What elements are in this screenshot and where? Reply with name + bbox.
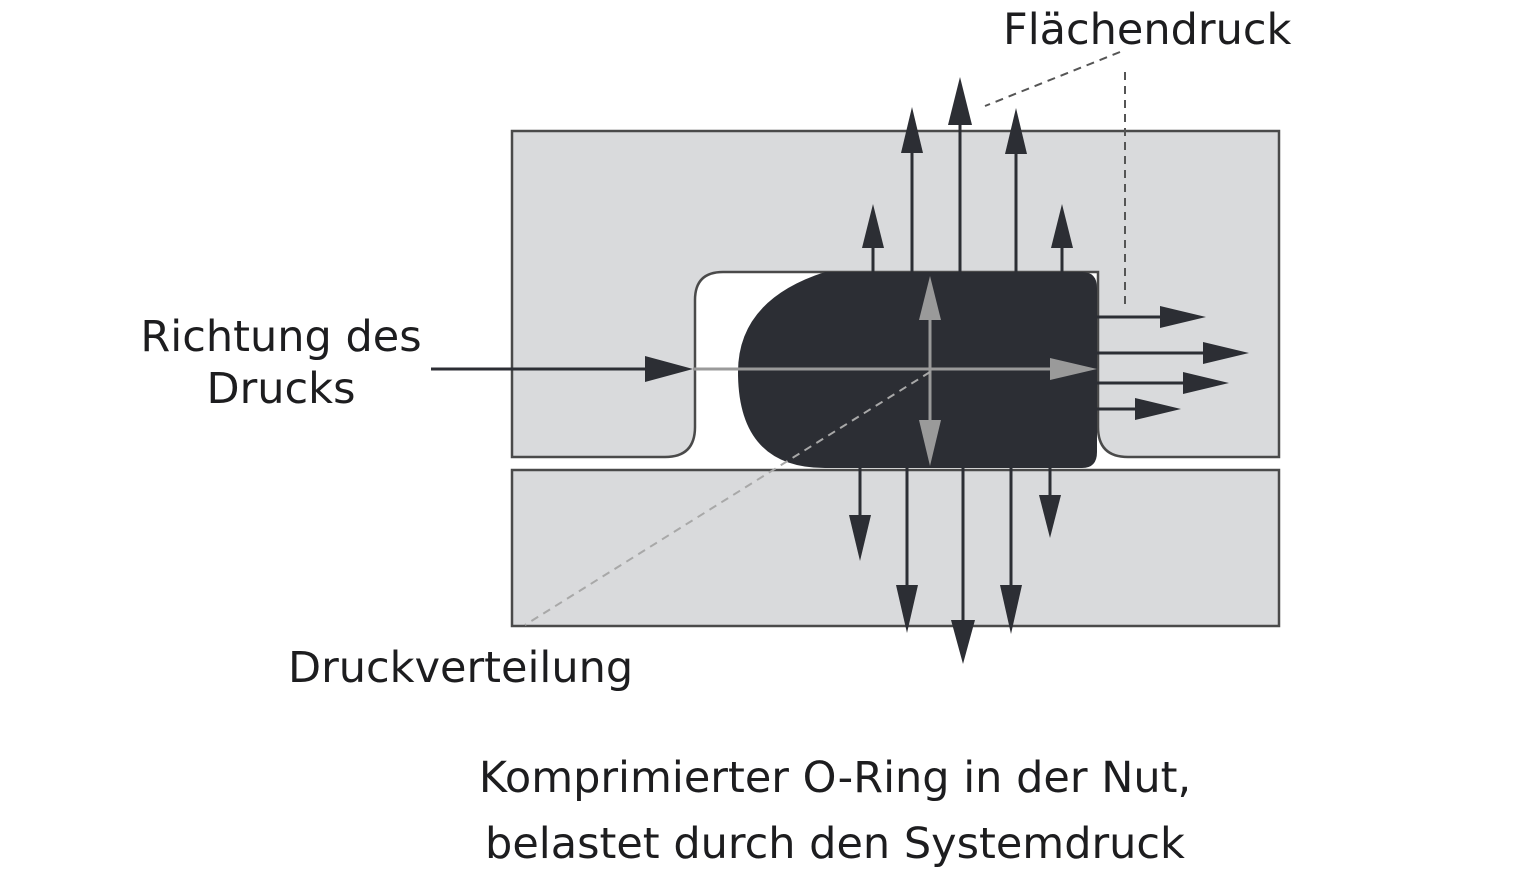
caption: Komprimierter O-Ring in der Nut, belaste… bbox=[430, 745, 1240, 877]
upper-housing bbox=[510, 129, 1281, 459]
surface-pressure-arrows-right bbox=[1097, 306, 1249, 420]
label-surface-pressure: Flächendruck bbox=[1003, 5, 1292, 55]
label-pressure-direction: Richtung des Drucks bbox=[130, 311, 432, 415]
caption-line1: Komprimierter O-Ring in der Nut, bbox=[478, 753, 1192, 803]
leader-pressure-distribution bbox=[524, 371, 931, 626]
label-pressure-direction-line2: Drucks bbox=[206, 364, 356, 414]
label-pressure-direction-line1: Richtung des bbox=[140, 312, 422, 362]
pressure-direction-arrow bbox=[431, 356, 693, 382]
surface-pressure-arrows-down bbox=[849, 468, 1061, 664]
leader-lines bbox=[524, 51, 1126, 626]
leader-surface-pressure-left bbox=[984, 51, 1121, 107]
label-pressure-distribution: Druckverteilung bbox=[288, 643, 634, 693]
internal-pressure-cross bbox=[693, 276, 1097, 466]
lower-housing bbox=[510, 468, 1281, 628]
caption-line2: belastet durch den Systemdruck bbox=[485, 819, 1185, 869]
surface-pressure-arrows-up bbox=[862, 77, 1073, 272]
